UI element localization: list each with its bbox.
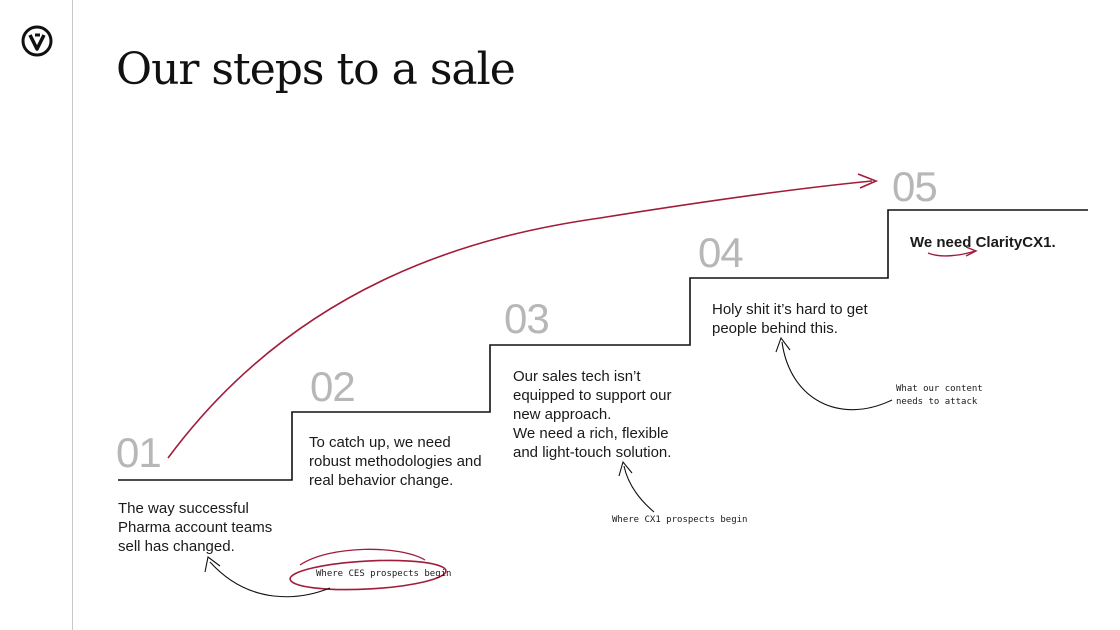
step-4-text: Holy shit it’s hard to get people behind… <box>712 301 868 337</box>
page-title: Our steps to a sale <box>116 44 516 95</box>
step-2-text: To catch up, we need robust methodologie… <box>309 434 482 489</box>
step-3-text: Our sales tech isn’t equipped to support… <box>513 368 672 461</box>
ces-circle <box>289 559 447 591</box>
v-circle-logo-icon <box>21 25 53 57</box>
step-5-number: 05 <box>892 163 938 210</box>
ces-annotation: Where CES prospects begin <box>316 569 452 579</box>
claritycx1-underline <box>927 250 976 257</box>
progress-arrow <box>167 180 873 459</box>
ces-arrowhead <box>204 556 221 573</box>
step-1-text: The way successful Pharma account teams … <box>118 500 273 555</box>
step-2-number: 02 <box>310 363 356 410</box>
step-1-number: 01 <box>116 429 162 476</box>
cx1-arrow <box>623 465 655 513</box>
progress-arrowhead <box>857 173 879 189</box>
content-arrow <box>781 341 893 411</box>
cx1-annotation: Where CX1 prospects begin <box>612 515 748 525</box>
claritycx1-underline-tip <box>965 246 978 257</box>
step-4-number: 04 <box>698 229 744 276</box>
step-5-text: We need ClarityCX1. <box>910 234 1056 251</box>
content-annotation: What our content needs to attack <box>896 384 983 407</box>
vertical-divider <box>72 0 73 630</box>
cx1-arrowhead <box>618 460 633 477</box>
ces-circle-tail <box>299 548 426 566</box>
content-arrowhead <box>775 336 791 353</box>
staircase-line <box>118 209 1088 481</box>
step-3-number: 03 <box>504 295 550 342</box>
ces-arrow <box>209 561 331 598</box>
